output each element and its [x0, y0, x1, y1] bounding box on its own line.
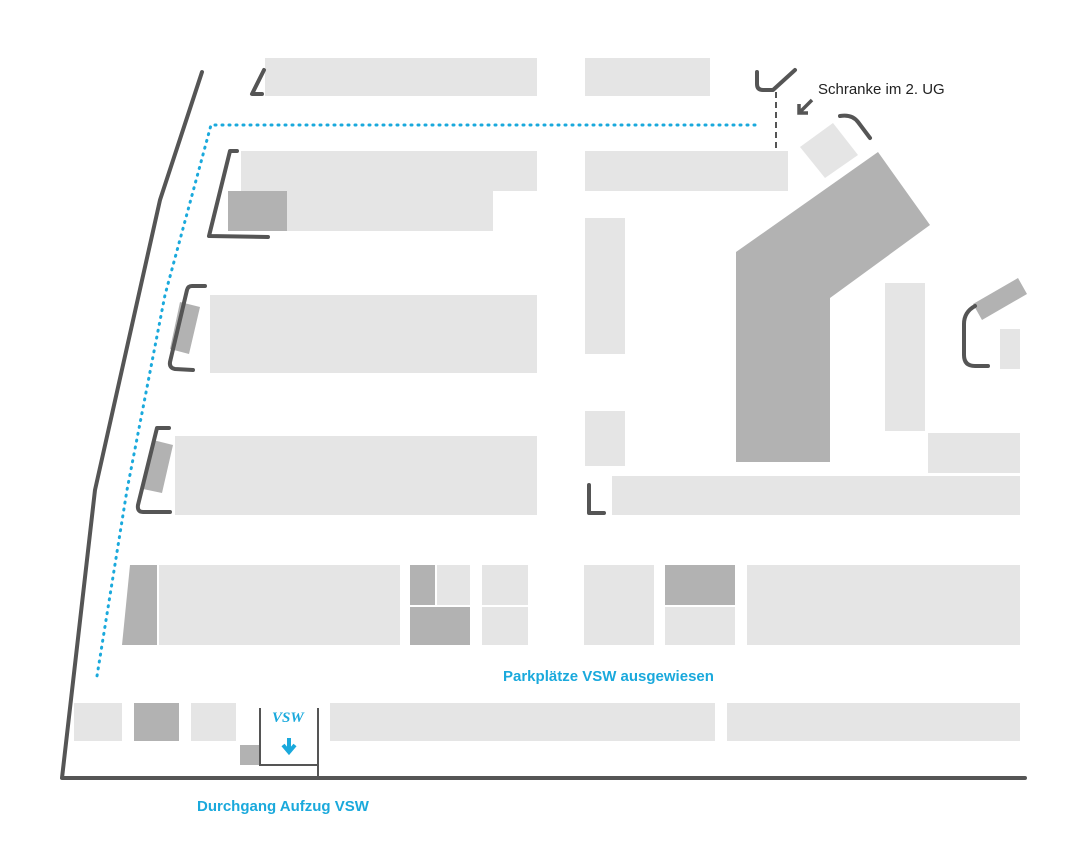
- building: [1000, 329, 1020, 369]
- building: [191, 703, 236, 741]
- building: [747, 565, 1020, 645]
- building-dark: [665, 565, 735, 605]
- building: [800, 123, 858, 178]
- building: [584, 565, 654, 645]
- building: [210, 295, 537, 373]
- building-dark: [410, 565, 435, 605]
- arrow-down-icon: [281, 738, 297, 756]
- wall-bracket: [207, 149, 270, 239]
- building-dark: [122, 565, 157, 645]
- building: [727, 703, 1020, 741]
- wall-bracket: [962, 304, 990, 368]
- wall-bracket: [838, 113, 872, 140]
- building: [585, 58, 710, 96]
- building: [74, 703, 122, 741]
- building-dark: [973, 278, 1027, 320]
- main-building: [736, 152, 930, 462]
- building-dark: [410, 607, 470, 645]
- building: [482, 607, 528, 645]
- building: [665, 607, 735, 645]
- building: [928, 433, 1020, 473]
- building: [612, 476, 1020, 515]
- passage-wall: [259, 708, 318, 766]
- wall-bracket: [135, 426, 172, 514]
- building: [175, 436, 537, 515]
- wall-bracket: [250, 68, 266, 96]
- parking-label: Parkplätze VSW ausgewiesen: [503, 668, 714, 685]
- building: [265, 58, 537, 96]
- building: [585, 411, 625, 466]
- building: [330, 703, 715, 741]
- building: [437, 565, 470, 605]
- building: [885, 283, 925, 431]
- vsw-logo: VSW: [272, 710, 305, 726]
- building: [585, 151, 788, 191]
- building: [482, 565, 528, 605]
- building-dark: [134, 703, 179, 741]
- outer-wall: [60, 70, 1027, 780]
- building-dark: [170, 302, 200, 354]
- wall-bracket: [167, 284, 207, 372]
- barrier-gate-icon: [755, 68, 797, 92]
- building: [585, 218, 625, 354]
- wall-bracket: [587, 483, 606, 515]
- barrier-label: Schranke im 2. UG: [818, 81, 945, 98]
- building: [159, 565, 400, 645]
- parking-route-dotted: [95, 123, 757, 678]
- passage-label: Durchgang Aufzug VSW: [197, 798, 370, 815]
- arrow-icon: [797, 98, 814, 115]
- building-dark: [240, 745, 260, 765]
- building-dark: [228, 191, 287, 231]
